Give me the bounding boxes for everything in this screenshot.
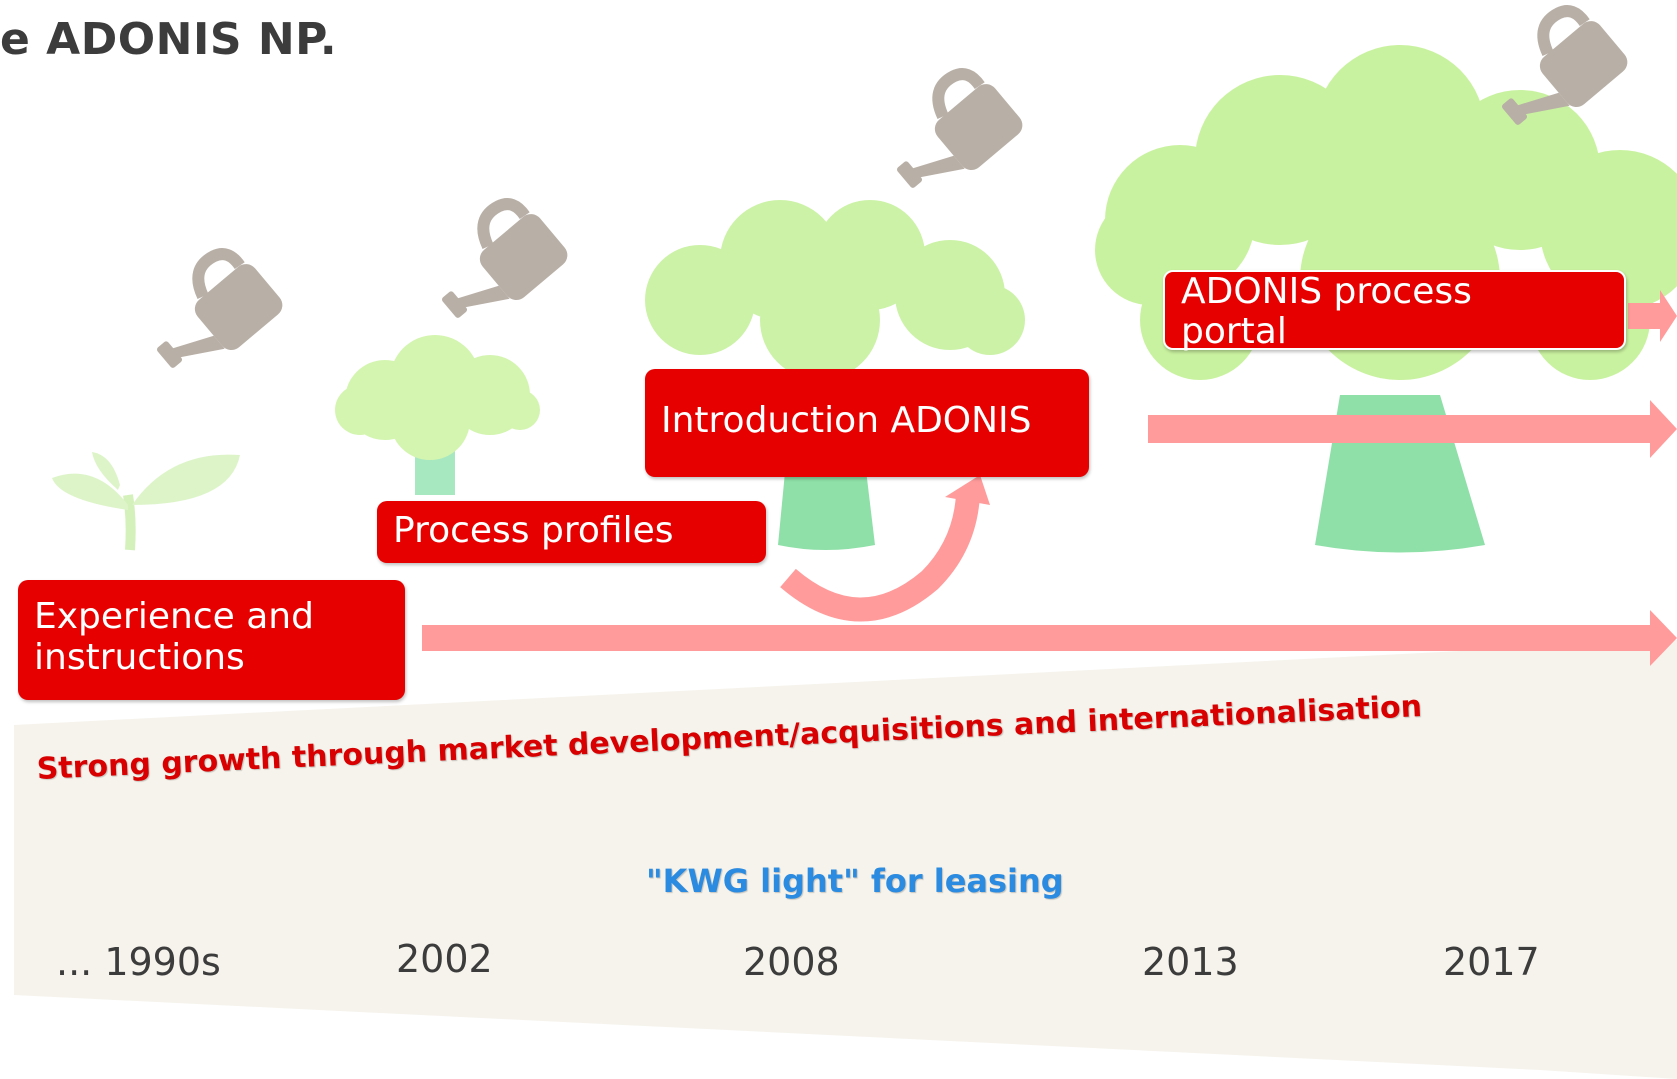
milestone-process-profiles: Process profiles (377, 501, 766, 563)
tree-icon (645, 200, 1025, 550)
curved-arrow (780, 475, 990, 622)
milestone-label: ADONIS process (1181, 271, 1472, 312)
milestone-experience: Experience and instructions (18, 580, 405, 700)
watering-can-icon (442, 198, 568, 318)
page-title: e ADONIS NP. (0, 14, 338, 65)
year-label: 2013 (1142, 940, 1239, 984)
milestone-label: Process profiles (393, 510, 674, 551)
year-label: ... 1990s (56, 940, 221, 984)
year-label: 2008 (743, 940, 840, 984)
tree-icon (335, 335, 540, 495)
milestone-label: instructions (34, 637, 245, 678)
milestone-introduction: Introduction ADONIS (645, 369, 1089, 477)
watering-can-icon (1502, 5, 1628, 125)
milestone-label: portal (1181, 311, 1287, 352)
watering-can-icon (157, 248, 283, 368)
milestone-label: Experience and (34, 596, 314, 637)
kwg-caption: "KWG light" for leasing (646, 862, 1064, 900)
year-label: 2017 (1443, 940, 1540, 984)
timeline-band (14, 640, 1677, 1079)
arrow-experience (422, 610, 1677, 666)
arrow-introduction (1148, 400, 1677, 458)
arrow-portal (1628, 290, 1677, 342)
milestone-label: Introduction ADONIS (661, 400, 1032, 441)
watering-can-icon (897, 68, 1023, 188)
sprout-icon (52, 452, 240, 551)
milestone-process-portal: ADONIS process portal (1163, 270, 1626, 352)
year-label: 2002 (396, 937, 493, 981)
